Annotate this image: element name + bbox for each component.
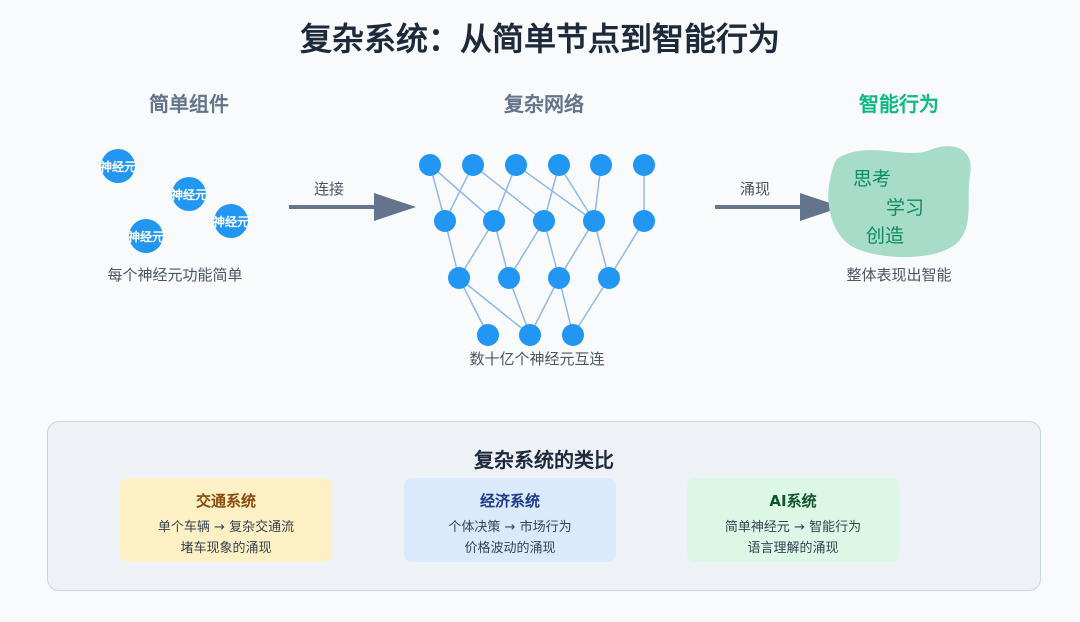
- network-node: [505, 154, 527, 176]
- word-think: 思考: [853, 168, 891, 190]
- network-node: [598, 267, 620, 289]
- network-edge: [458, 220, 495, 279]
- card-title: AI系统: [769, 492, 817, 510]
- network-node: [483, 210, 505, 232]
- card-traffic: 交通系统 单个车辆 → 复杂交通流 堵车现象的涌现: [120, 478, 332, 562]
- network-edge: [572, 277, 610, 336]
- network-node: [462, 154, 484, 176]
- network-edge: [608, 220, 645, 279]
- caption-simple: 每个神经元功能简单: [107, 266, 243, 284]
- analogy-title: 复杂系统的类比: [474, 448, 614, 472]
- card-line: 语言理解的涌现: [747, 541, 839, 556]
- svg-text:神经元: 神经元: [213, 214, 249, 229]
- simple-neuron: 神经元: [100, 149, 136, 183]
- arrow-label-emerge: 涌现: [740, 180, 771, 198]
- network-node: [419, 154, 441, 176]
- card-title: 经济系统: [479, 492, 540, 510]
- network-node: [548, 154, 570, 176]
- network-edges: [429, 164, 645, 336]
- simple-neuron: 神经元: [128, 219, 164, 253]
- diagram-title: 复杂系统：从简单节点到智能行为: [299, 20, 780, 58]
- network-node: [633, 210, 655, 232]
- card-title: 交通系统: [195, 492, 256, 510]
- heading-simple-components: 简单组件: [149, 92, 229, 116]
- word-learn: 学习: [886, 197, 924, 219]
- card-line: 简单神经元 → 智能行为: [724, 520, 862, 535]
- card-line: 价格波动的涌现: [464, 541, 556, 556]
- svg-text:神经元: 神经元: [171, 187, 207, 202]
- simple-neuron: 神经元: [213, 204, 249, 238]
- network-edge: [508, 220, 545, 279]
- word-create: 创造: [866, 225, 904, 247]
- network-node: [498, 267, 520, 289]
- network-node: [519, 324, 541, 346]
- network-node: [533, 210, 555, 232]
- caption-intelligent: 整体表现出智能: [846, 266, 952, 284]
- simple-neuron: 神经元: [171, 177, 207, 211]
- network-node: [590, 154, 612, 176]
- heading-intelligent-behavior: 智能行为: [859, 92, 939, 116]
- intelligence-cloud: [828, 146, 971, 258]
- heading-complex-network: 复杂网络: [504, 92, 584, 116]
- network-node: [633, 154, 655, 176]
- card-economy: 经济系统 个体决策 → 市场行为 价格波动的涌现: [404, 478, 616, 562]
- network-edge: [472, 164, 545, 222]
- svg-text:神经元: 神经元: [100, 159, 136, 174]
- card-line: 单个车辆 → 复杂交通流: [157, 520, 295, 535]
- diagram-canvas: 神经元 神经元 神经元 神经元 思考 学习 创造: [100, 146, 971, 346]
- network-node: [434, 210, 456, 232]
- network-node: [477, 324, 499, 346]
- network-node: [562, 324, 584, 346]
- card-line: 堵车现象的涌现: [180, 541, 272, 556]
- network-node: [448, 267, 470, 289]
- arrow-label-connect: 连接: [314, 180, 345, 198]
- network-edge: [558, 220, 595, 279]
- network-node: [548, 267, 570, 289]
- network-edge: [458, 277, 531, 336]
- connect-arrow: [289, 193, 416, 221]
- svg-text:神经元: 神经元: [128, 229, 164, 244]
- network-edge: [515, 164, 595, 222]
- card-line: 个体决策 → 市场行为: [448, 520, 572, 535]
- network-edge: [429, 164, 495, 222]
- network-nodes: [419, 154, 655, 346]
- caption-network: 数十亿个神经元互连: [469, 350, 605, 368]
- emerge-arrow: [715, 193, 842, 221]
- analogy-panel: 复杂系统的类比 交通系统 单个车辆 → 复杂交通流 堵车现象的涌现 经济系统 个…: [47, 421, 1041, 591]
- network-edge: [558, 164, 595, 222]
- network-node: [583, 210, 605, 232]
- card-ai: AI系统 简单神经元 → 智能行为 语言理解的涌现: [687, 478, 899, 562]
